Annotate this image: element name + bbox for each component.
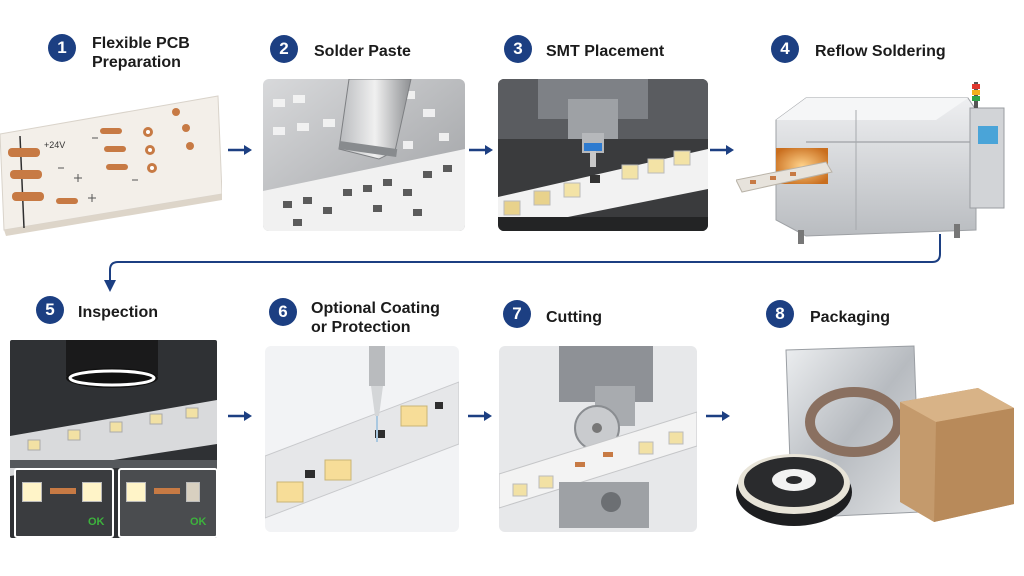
- step-2-image: [263, 79, 465, 231]
- step-3-image: [498, 79, 708, 231]
- step-8-number: 8: [766, 300, 794, 328]
- step-6-title-line1: Optional Coating: [311, 300, 440, 317]
- step-6-title-line2: or Protection: [311, 319, 411, 336]
- step-4-title: Reflow Soldering: [815, 43, 946, 60]
- arrow-5-to-6: [228, 411, 252, 421]
- step-2-number: 2: [270, 35, 298, 63]
- arrow-3-to-4: [710, 145, 734, 155]
- step-1-image: +24V: [0, 88, 222, 236]
- step-8-title: Packaging: [810, 309, 891, 326]
- step-2-title: Solder Paste: [314, 43, 411, 60]
- ok-label-left: OK: [88, 516, 105, 528]
- step-7-number: 7: [503, 300, 531, 328]
- inspection-inset-right: OK: [118, 468, 218, 538]
- arrow-2-to-3: [469, 145, 493, 155]
- step-1-title-line2: Preparation: [92, 54, 181, 71]
- step-5-title: Inspection: [78, 304, 159, 321]
- arrow-1-to-2: [228, 145, 252, 155]
- step-7-title: Cutting: [546, 309, 602, 326]
- step-3-number: 3: [504, 35, 532, 63]
- step-4-number: 4: [771, 35, 799, 63]
- arrow-4-to-5-connector: [104, 234, 941, 292]
- ok-label-right: OK: [190, 516, 207, 528]
- arrow-6-to-7: [468, 411, 492, 421]
- step-4-image: [736, 80, 1012, 246]
- step-6-number: 6: [269, 298, 297, 326]
- step-6-image: [265, 346, 459, 532]
- inspection-inset-left: OK: [14, 468, 114, 538]
- step-6-title: Optional Coating or Protection: [311, 299, 440, 337]
- arrow-7-to-8: [706, 411, 730, 421]
- step-1-number: 1: [48, 34, 76, 62]
- step-5-number: 5: [36, 296, 64, 324]
- step-3-title: SMT Placement: [546, 43, 665, 60]
- step-8-image: [734, 342, 1020, 536]
- pcb-voltage-label: +24V: [44, 140, 65, 150]
- step-7-image: [499, 346, 697, 532]
- step-1-title: Flexible PCB Preparation: [92, 34, 190, 72]
- step-1-title-line1: Flexible PCB: [92, 35, 190, 52]
